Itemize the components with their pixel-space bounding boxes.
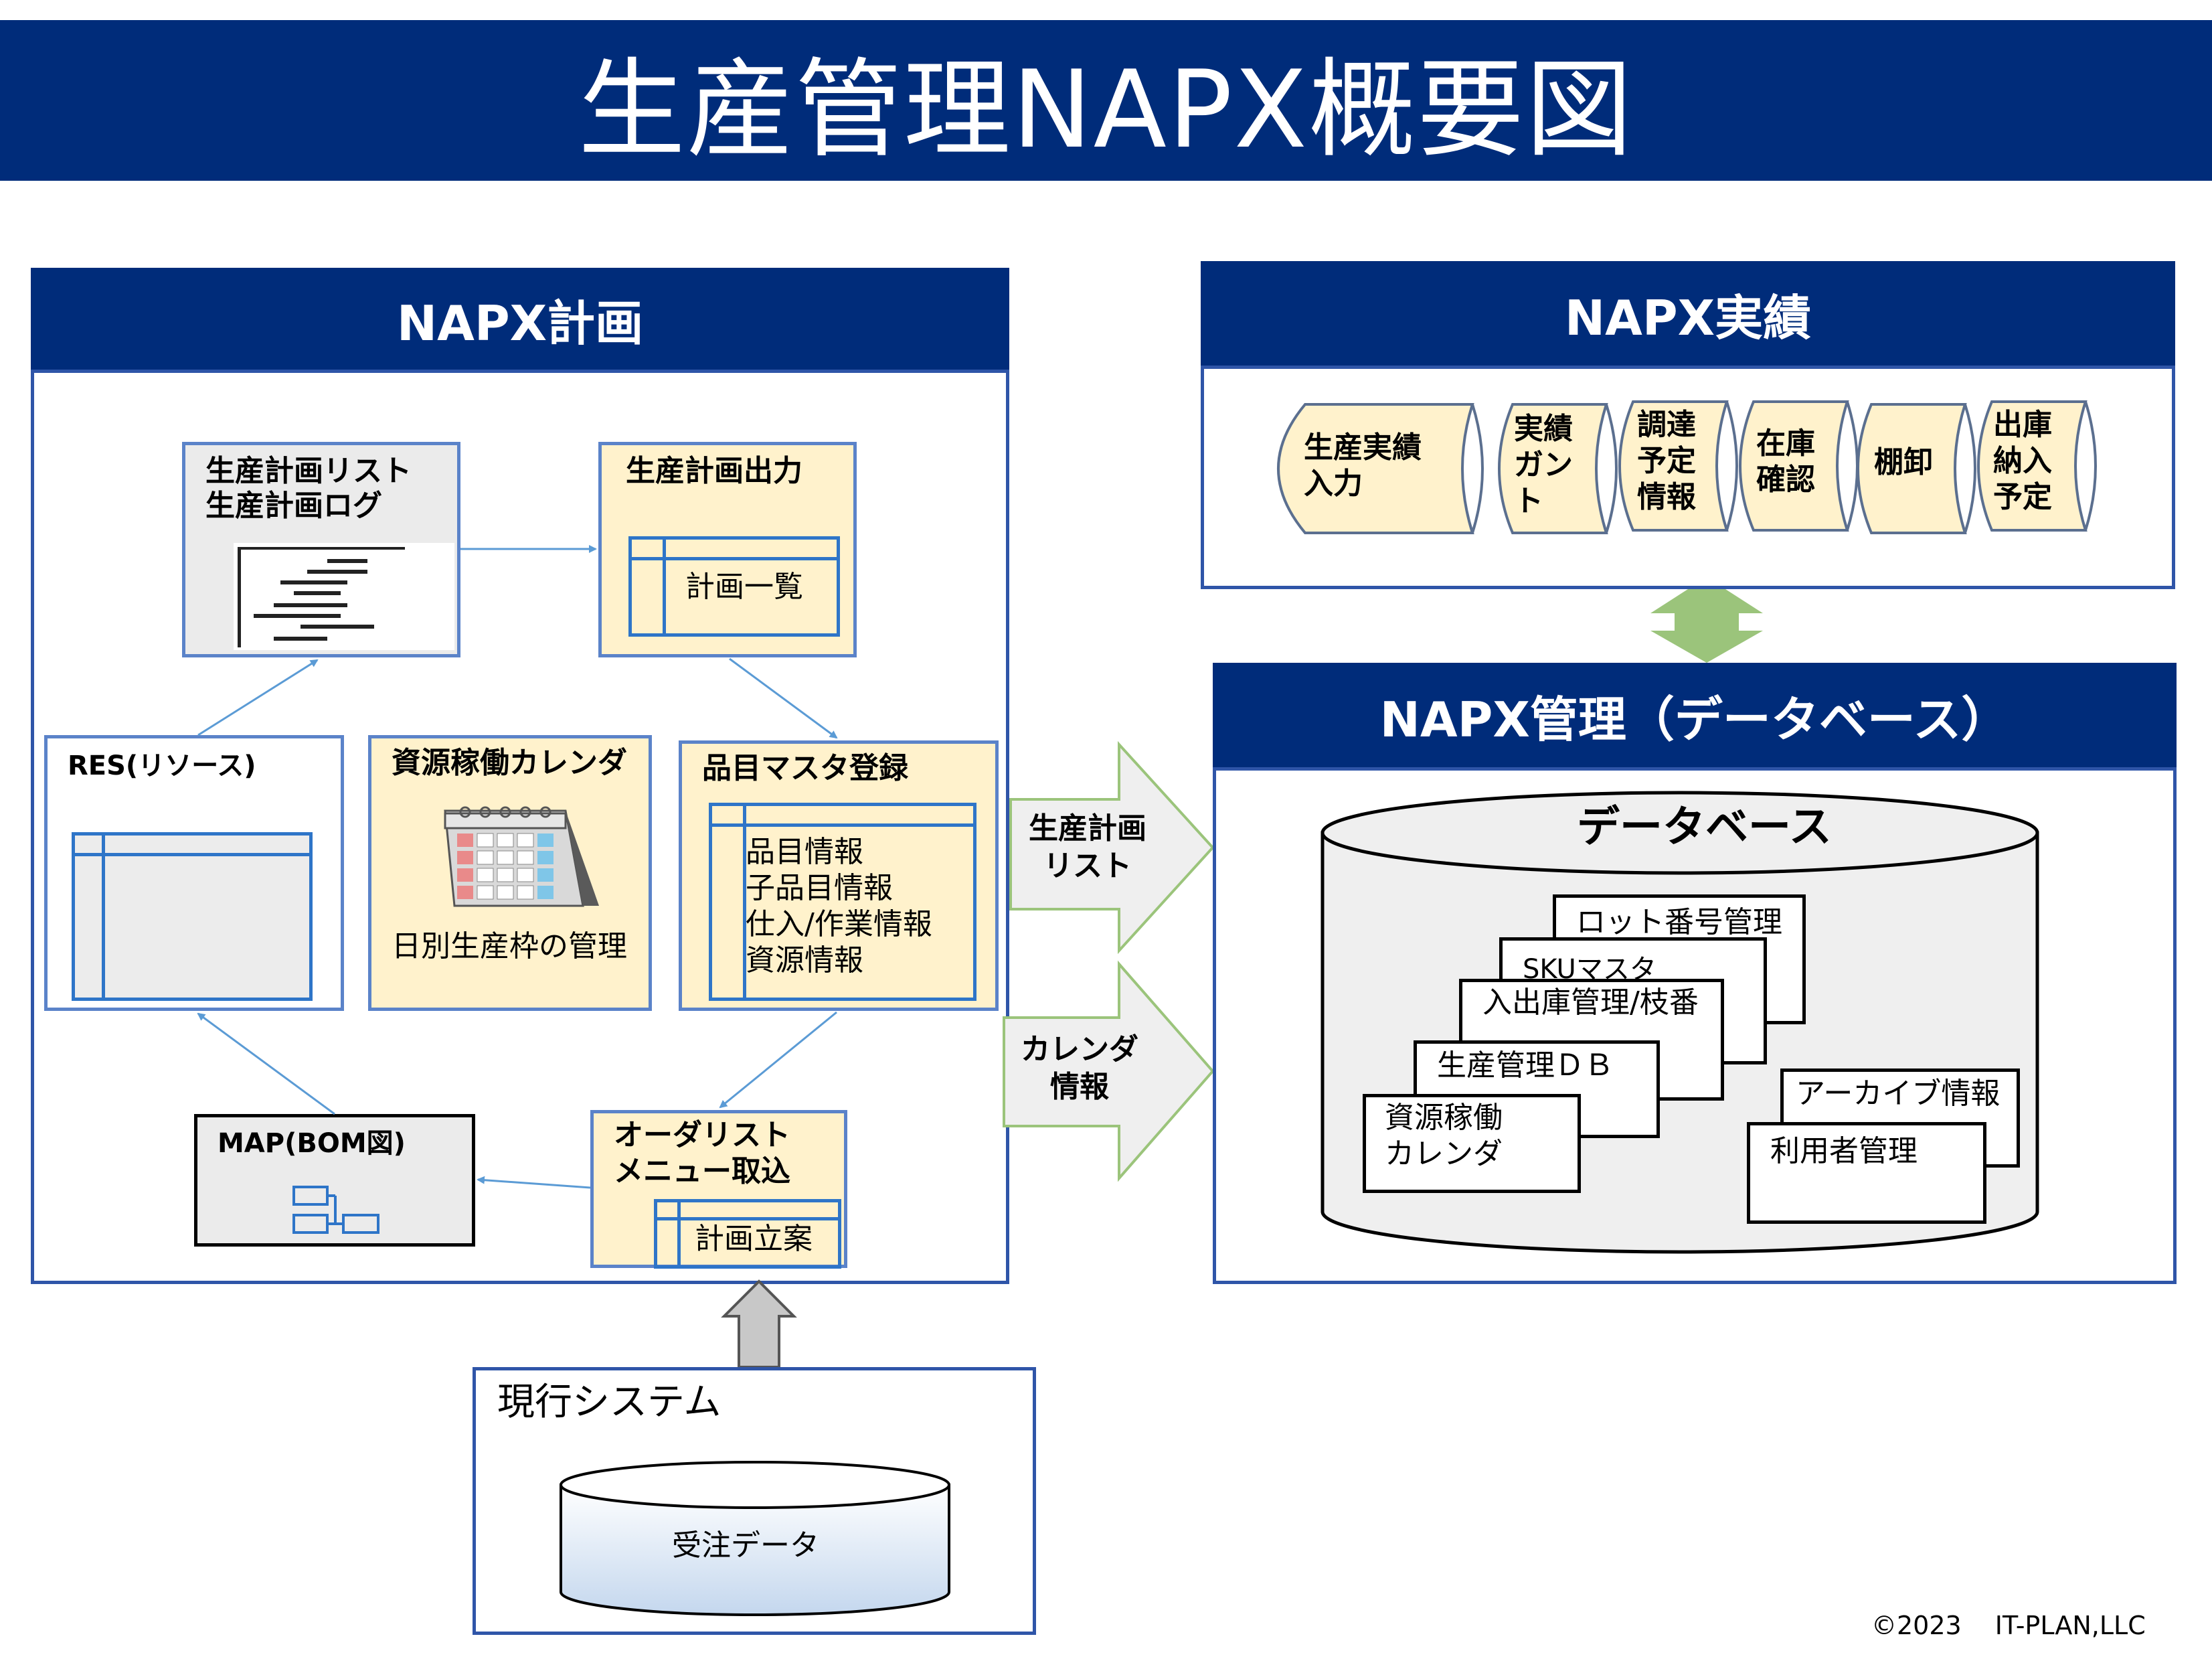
calendar-info-arrow-label: カレンダ 情報 (1021, 1032, 1138, 1104)
result-item-shipment: 出庫 納入 予定 (1993, 408, 2052, 514)
flow-order-to-map (477, 1176, 591, 1189)
plan-list-box: 生産計画リスト 生産計画ログ (182, 442, 460, 657)
map-title: MAP(BOM図) (218, 1128, 406, 1159)
calendar-caption: 日別生産枠の管理 (392, 929, 627, 963)
title-banner: 生産管理NAPX概要図 (0, 20, 2212, 181)
map-box: MAP(BOM図) (194, 1114, 475, 1247)
plan-header-label: NAPX計画 (396, 295, 644, 351)
legacy-system-title: 現行システム (497, 1380, 721, 1424)
plan-list-arrow-label: 生産計画 リスト (1029, 811, 1146, 883)
item-row: 品目情報 (746, 835, 863, 869)
item-master-box: 品目マスタ登録 品目情報 子品目情報 仕入/作業情報 資源情報 (679, 740, 999, 1011)
flow-output-to-item (729, 657, 838, 739)
result-item-gantt: 実績 ガン ト (1514, 412, 1573, 518)
plan-draft-table: 計画立案 (654, 1199, 841, 1269)
results-header-label: NAPX実績 (1564, 289, 1812, 346)
gantt-thumbnail (234, 543, 454, 650)
flow-map-to-res (197, 1012, 335, 1115)
order-data-label: 受注データ (672, 1528, 819, 1563)
result-chip-bg (1277, 403, 1474, 534)
order-title-1: オーダリスト (614, 1118, 790, 1152)
res-table (72, 832, 313, 1001)
management-header-label: NAPX管理（データベース） (1379, 691, 2010, 748)
item-row: 仕入/作業情報 (746, 907, 932, 941)
copyright: ©2023 IT-PLAN,LLC (1871, 1611, 2146, 1640)
calendar-title: 資源稼働カレンダ (392, 746, 627, 780)
calendar-box: 資源稼働カレンダ 日別生産枠の管理 (368, 735, 652, 1011)
result-item-inventory: 在庫 確認 (1756, 426, 1815, 497)
page-title: 生産管理NAPX概要図 (578, 47, 1634, 172)
result-item-stocktaking: 棚卸 (1874, 445, 1933, 479)
item-master-rows: 品目情報 子品目情報 仕入/作業情報 資源情報 (746, 834, 932, 979)
item-master-table: 品目情報 子品目情報 仕入/作業情報 資源情報 (709, 803, 976, 1001)
table-user-management: 利用者管理 (1747, 1122, 1986, 1224)
plan-header: NAPX計画 (31, 268, 1009, 370)
item-master-title: 品目マスタ登録 (702, 751, 908, 785)
management-header: NAPX管理（データベース） (1213, 663, 2177, 767)
order-list-box: オーダリスト メニュー取込 計画立案 (590, 1110, 847, 1269)
plan-draft-label: 計画立案 (695, 1222, 813, 1256)
plan-list-table: 計画一覧 (628, 536, 840, 637)
calendar-info-arrow (1003, 960, 1215, 1182)
res-box: RES(リソース) (44, 735, 344, 1011)
plan-list-table-label: 計画一覧 (685, 570, 803, 604)
calendar-icon (444, 806, 599, 907)
database-title: データベース (1577, 803, 1832, 852)
res-title: RES(リソース) (68, 750, 256, 781)
item-row: 子品目情報 (746, 871, 893, 905)
flow-res-to-list (197, 659, 319, 736)
legacy-up-arrow (721, 1279, 797, 1368)
bom-icon (292, 1186, 379, 1234)
order-title-2: メニュー取込 (614, 1154, 790, 1188)
plan-list-title-1: 生産計画リスト (205, 454, 412, 488)
flow-item-to-order (719, 1011, 837, 1109)
plan-list-title-2: 生産計画ログ (205, 489, 382, 523)
sync-double-arrow (1650, 577, 1763, 663)
plan-output-box: 生産計画出力 計画一覧 (598, 442, 857, 657)
table-resource-calendar: 資源稼働 カレンダ (1363, 1094, 1581, 1193)
plan-output-title: 生産計画出力 (626, 454, 802, 488)
result-item-procurement: 調達 予定 情報 (1637, 408, 1696, 514)
item-row: 資源情報 (746, 943, 863, 977)
results-header: NAPX実績 (1201, 261, 2175, 366)
plan-list-arrow (1009, 740, 1215, 955)
result-item-production-input: 生産実績 入力 (1304, 430, 1422, 501)
